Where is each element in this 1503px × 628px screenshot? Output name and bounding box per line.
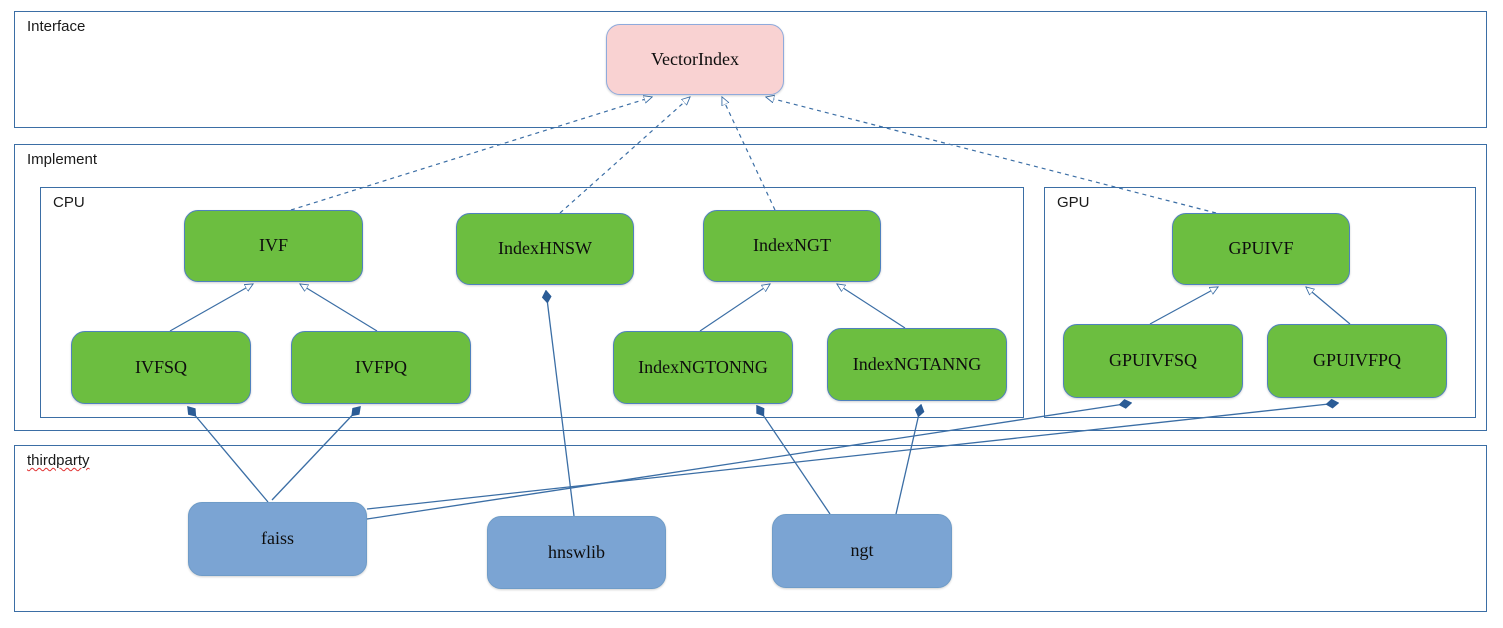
group-label-gpu: GPU <box>1057 194 1090 211</box>
node-vectorindex[interactable]: VectorIndex <box>606 24 784 95</box>
node-indexngtonng[interactable]: IndexNGTONNG <box>613 331 793 404</box>
node-ngt[interactable]: ngt <box>772 514 952 588</box>
node-gpuivfpq[interactable]: GPUIVFPQ <box>1267 324 1447 398</box>
group-gpu: GPU <box>1044 187 1476 418</box>
node-label-faiss: faiss <box>261 528 294 549</box>
node-label-ivfpq: IVFPQ <box>354 356 407 377</box>
node-label-gpuivfpq: GPUIVFPQ <box>1312 350 1402 371</box>
node-label-indexngtonng: IndexNGTONNG <box>638 356 768 377</box>
node-label-indexngtanng: IndexNGTANNG <box>852 353 982 374</box>
node-faiss[interactable]: faiss <box>188 502 367 576</box>
group-cpu: CPU <box>40 187 1024 418</box>
node-label-ngt: ngt <box>850 540 874 561</box>
node-indexngt[interactable]: IndexNGT <box>703 210 881 282</box>
node-ivfpq[interactable]: IVFPQ <box>291 331 471 404</box>
group-label-implement: Implement <box>27 151 98 168</box>
group-label-thirdparty: thirdparty <box>27 452 90 469</box>
group-thirdparty: thirdparty <box>14 445 1487 612</box>
node-hnswlib[interactable]: hnswlib <box>487 516 666 589</box>
node-label-indexngt: IndexNGT <box>753 235 831 256</box>
node-ivf[interactable]: IVF <box>184 210 363 282</box>
node-indexngtanng[interactable]: IndexNGTANNG <box>827 328 1007 401</box>
node-label-vectorindex: VectorIndex <box>651 48 739 69</box>
node-label-gpuivf: GPUIVF <box>1228 238 1294 259</box>
node-label-indexhnsw: IndexHNSW <box>498 238 592 259</box>
group-label-cpu: CPU <box>53 194 85 211</box>
node-gpuivf[interactable]: GPUIVF <box>1172 213 1350 285</box>
group-label-interface: Interface <box>27 18 86 35</box>
group-implement: Implement <box>14 144 1487 431</box>
node-label-ivf: IVF <box>258 235 288 256</box>
group-interface: Interface <box>14 11 1487 128</box>
node-label-ivfsq: IVFSQ <box>134 356 187 377</box>
node-label-gpuivfsq: GPUIVFSQ <box>1108 350 1198 371</box>
node-label-hnswlib: hnswlib <box>547 541 605 562</box>
node-ivfsq[interactable]: IVFSQ <box>71 331 251 404</box>
node-gpuivfsq[interactable]: GPUIVFSQ <box>1063 324 1243 398</box>
node-indexhnsw[interactable]: IndexHNSW <box>456 213 634 285</box>
